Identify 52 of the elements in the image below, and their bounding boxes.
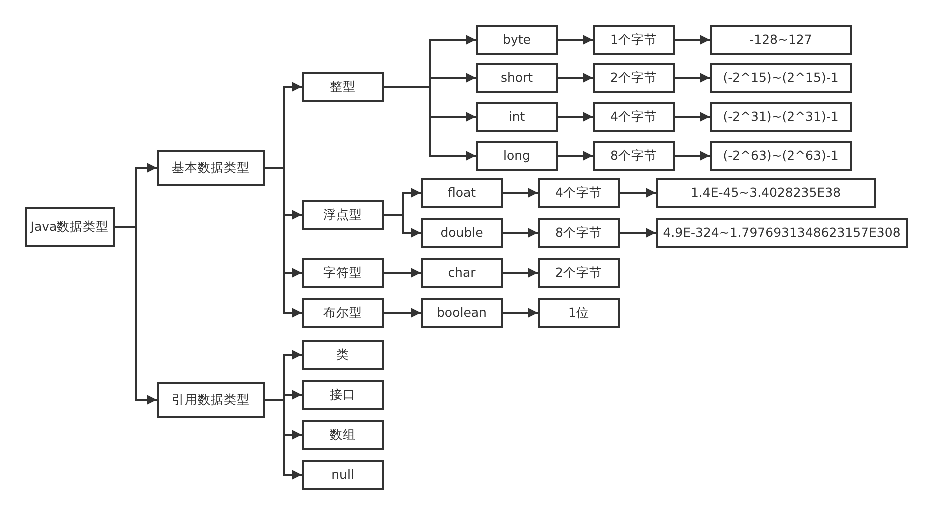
arrow <box>675 35 710 45</box>
arrow <box>503 308 538 318</box>
type-box: char <box>421 258 503 288</box>
type-box: boolean <box>421 298 503 328</box>
type-box: 字符型 <box>302 258 384 288</box>
type-box: double <box>421 218 503 248</box>
arrow <box>558 73 593 83</box>
arrow <box>558 112 593 122</box>
type-box: (-2^63)~(2^63)-1 <box>710 141 852 171</box>
type-box: 2个字节 <box>593 63 675 93</box>
arrow <box>503 188 538 198</box>
arrow <box>675 73 710 83</box>
arrow <box>384 86 476 161</box>
type-box: 数组 <box>302 420 384 450</box>
arrow <box>384 308 421 318</box>
type-box: (-2^31)~(2^31)-1 <box>710 102 852 132</box>
arrow <box>620 228 656 238</box>
arrow <box>675 151 710 161</box>
type-box: byte <box>476 25 558 55</box>
arrow <box>384 268 421 278</box>
arrow <box>620 188 656 198</box>
arrow <box>503 268 538 278</box>
type-box: int <box>476 102 558 132</box>
type-box: 4.9E-324~1.7976931348623157E308 <box>656 218 908 248</box>
type-box: 1位 <box>538 298 620 328</box>
arrow <box>675 112 710 122</box>
type-box: 基本数据类型 <box>157 150 265 186</box>
type-box: 浮点型 <box>302 200 384 230</box>
type-box: 1个字节 <box>593 25 675 55</box>
arrow <box>503 228 538 238</box>
type-box: 类 <box>302 340 384 370</box>
type-box: Java数据类型 <box>25 207 115 247</box>
arrow <box>558 35 593 45</box>
type-box: short <box>476 63 558 93</box>
type-box: 4个字节 <box>593 102 675 132</box>
type-box: 8个字节 <box>593 141 675 171</box>
type-box: null <box>302 460 384 490</box>
type-box: float <box>421 178 503 208</box>
type-box: 8个字节 <box>538 218 620 248</box>
type-box: -128~127 <box>710 25 852 55</box>
arrow <box>115 226 157 405</box>
type-box: 4个字节 <box>538 178 620 208</box>
type-box: 布尔型 <box>302 298 384 328</box>
arrow <box>558 151 593 161</box>
arrow <box>265 167 302 318</box>
type-box: (-2^15)~(2^15)-1 <box>710 63 852 93</box>
type-box: 2个字节 <box>538 258 620 288</box>
type-box: 引用数据类型 <box>157 382 265 418</box>
type-box: 1.4E-45~3.4028235E38 <box>656 178 876 208</box>
type-box: 接口 <box>302 380 384 410</box>
type-box: 整型 <box>302 72 384 102</box>
type-box: long <box>476 141 558 171</box>
